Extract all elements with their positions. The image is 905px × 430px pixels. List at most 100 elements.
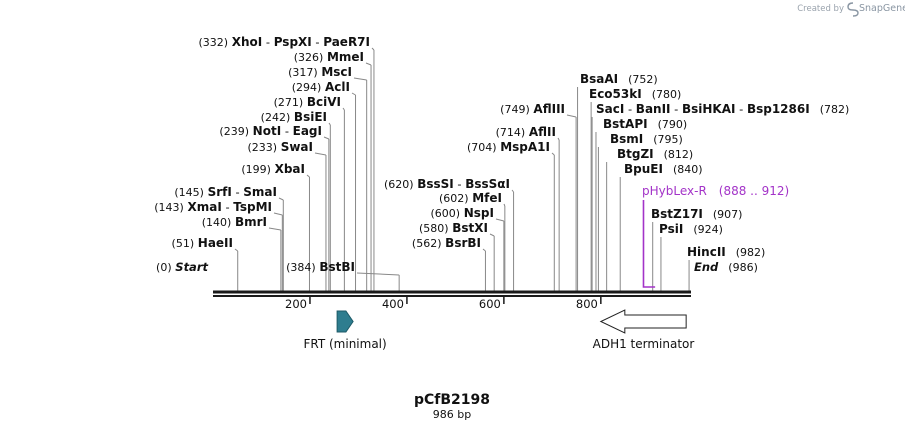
site-leader-line [511, 189, 514, 193]
site-name: BpuEI [624, 162, 663, 176]
site-label[interactable]: (384) BstBI [286, 260, 355, 274]
site-label[interactable]: (143) XmaI - TspMI [154, 200, 272, 214]
site-leader-line [503, 203, 506, 207]
site-label[interactable]: End(986) [694, 260, 758, 274]
site-label[interactable]: (294) AclI [292, 80, 350, 94]
snapgene-watermark: Created by SnapGene [797, 2, 905, 17]
site-label[interactable]: (145) SrfI - SmaI [174, 185, 277, 199]
site-position: (782) [820, 103, 850, 116]
restriction-site[interactable]: BstZ17I(907) [651, 207, 742, 221]
site-label[interactable]: (140) BmrI [202, 215, 267, 229]
restriction-site[interactable]: SacI - BanII - BsiHKAI - Bsp1286I(782) [596, 102, 849, 116]
primer-pHybLex-R[interactable] [642, 200, 656, 288]
site-leader-line [273, 212, 283, 216]
site-label[interactable]: SacI - BanII - BsiHKAI - Bsp1286I(782) [596, 102, 849, 116]
feature-frt-arrow[interactable] [336, 310, 354, 333]
restriction-site[interactable]: BpuEI(840) [624, 162, 703, 176]
restriction-site[interactable]: (332) XhoI - PspXI - PaeR7I [198, 35, 370, 49]
site-label[interactable]: (271) BciVI [274, 95, 341, 109]
site-label[interactable]: (0) Start [156, 260, 208, 274]
restriction-site[interactable]: BsaAI(752) [580, 72, 658, 86]
restriction-site[interactable]: (0) Start [156, 260, 208, 274]
site-position: (233) [247, 141, 277, 154]
feature-frt-label[interactable]: FRT (minimal) [303, 337, 386, 351]
restriction-site[interactable]: (580) BstXI [419, 221, 488, 235]
restriction-site[interactable]: BtgZI (812) [617, 147, 693, 161]
restriction-site[interactable]: (704) MspA1I [467, 140, 550, 154]
primer-label[interactable]: pHybLex-R(888 .. 912) [642, 184, 789, 198]
site-name: XhoI [232, 35, 263, 49]
site-label[interactable]: (233) SwaI [247, 140, 313, 154]
restriction-site[interactable]: (51) HaeII [172, 236, 233, 250]
site-label[interactable]: (580) BstXI [419, 221, 488, 235]
site-label[interactable]: BtgZI (812) [617, 147, 693, 161]
site-name: BtgZI [617, 147, 654, 161]
restriction-site[interactable]: (317) MscI [288, 65, 352, 79]
site-position: (907) [713, 208, 743, 221]
restriction-site[interactable]: (233) SwaI [247, 140, 313, 154]
site-label[interactable]: (239) NotI - EagI [219, 124, 322, 138]
site-leader-line [328, 122, 331, 126]
site-label[interactable]: (600) NspI [431, 206, 495, 220]
site-label[interactable]: (326) MmeI [294, 50, 364, 64]
site-label[interactable]: (620) BssSI - BssSαI [384, 177, 510, 191]
site-label[interactable]: (317) MscI [288, 65, 352, 79]
site-label[interactable]: BsmI(795) [610, 132, 683, 146]
restriction-site[interactable]: HincII(982) [687, 245, 765, 259]
restriction-site[interactable]: (140) BmrI [202, 215, 267, 229]
restriction-site[interactable]: (714) AflII [496, 125, 556, 139]
restriction-site[interactable]: (242) BsiEI [261, 110, 327, 124]
restriction-site[interactable]: (239) NotI - EagI [219, 124, 322, 138]
restriction-site[interactable]: (143) XmaI - TspMI [154, 200, 272, 214]
restriction-site[interactable]: BsmI(795) [610, 132, 683, 146]
site-position: (326) [294, 51, 324, 64]
site-label[interactable]: (242) BsiEI [261, 110, 327, 124]
restriction-site[interactable]: (294) AclI [292, 80, 350, 94]
restriction-site[interactable]: (199) XbaI [241, 162, 305, 176]
snapgene-logo-icon [847, 2, 859, 17]
site-leader-line [482, 248, 486, 252]
site-label[interactable]: (562) BsrBI [412, 236, 481, 250]
site-label[interactable]: (602) MfeI [439, 191, 502, 205]
feature-adh1-label[interactable]: ADH1 terminator [593, 337, 695, 351]
restriction-site[interactable]: (602) MfeI [439, 191, 502, 205]
site-label[interactable]: BsaAI(752) [580, 72, 658, 86]
restriction-site[interactable]: (562) BsrBI [412, 236, 481, 250]
site-name: NspI [464, 206, 494, 220]
restriction-site[interactable]: (620) BssSI - BssSαI [384, 177, 510, 191]
restriction-site[interactable]: (271) BciVI [274, 95, 341, 109]
feature-adh1-arrow[interactable] [599, 309, 687, 334]
site-label[interactable]: HincII(982) [687, 245, 765, 259]
site-label[interactable]: (749) AflIII [500, 102, 565, 116]
site-label[interactable]: (714) AflII [496, 125, 556, 139]
site-label[interactable]: PsiI(924) [659, 222, 723, 236]
site-label[interactable]: (51) HaeII [172, 236, 233, 250]
site-leader-line [323, 136, 330, 140]
restriction-site[interactable]: (326) MmeI [294, 50, 364, 64]
site-name: BsrBI [445, 236, 481, 250]
site-label[interactable]: BpuEI(840) [624, 162, 703, 176]
site-label[interactable]: (332) XhoI - PspXI - PaeR7I [198, 35, 370, 49]
site-label[interactable]: Eco53kI(780) [589, 87, 681, 101]
restriction-site[interactable]: BstAPI(790) [603, 117, 687, 131]
restriction-site[interactable]: (749) AflIII [500, 102, 565, 116]
site-name: BsaAI [580, 72, 618, 86]
site-label[interactable]: BstZ17I(907) [651, 207, 742, 221]
site-label[interactable]: BstAPI(790) [603, 117, 687, 131]
site-position: (780) [652, 88, 682, 101]
restriction-site[interactable]: End(986) [694, 260, 758, 274]
site-name: Bsp1286I [747, 102, 810, 116]
site-leader-line [314, 152, 327, 156]
site-label[interactable]: (199) XbaI [241, 162, 305, 176]
site-name: MscI [321, 65, 352, 79]
site-position: (704) [467, 141, 497, 154]
restriction-site[interactable]: (600) NspI [431, 206, 495, 220]
restriction-site[interactable]: PsiI(924) [659, 222, 723, 236]
site-leader-line [566, 114, 577, 118]
restriction-site[interactable]: (145) SrfI - SmaI [174, 185, 277, 199]
restriction-site[interactable]: (384) BstBI [286, 260, 355, 274]
site-label[interactable]: (704) MspA1I [467, 140, 550, 154]
site-position: (812) [664, 148, 694, 161]
restriction-site[interactable]: Eco53kI(780) [589, 87, 681, 101]
site-position: (51) [172, 237, 195, 250]
